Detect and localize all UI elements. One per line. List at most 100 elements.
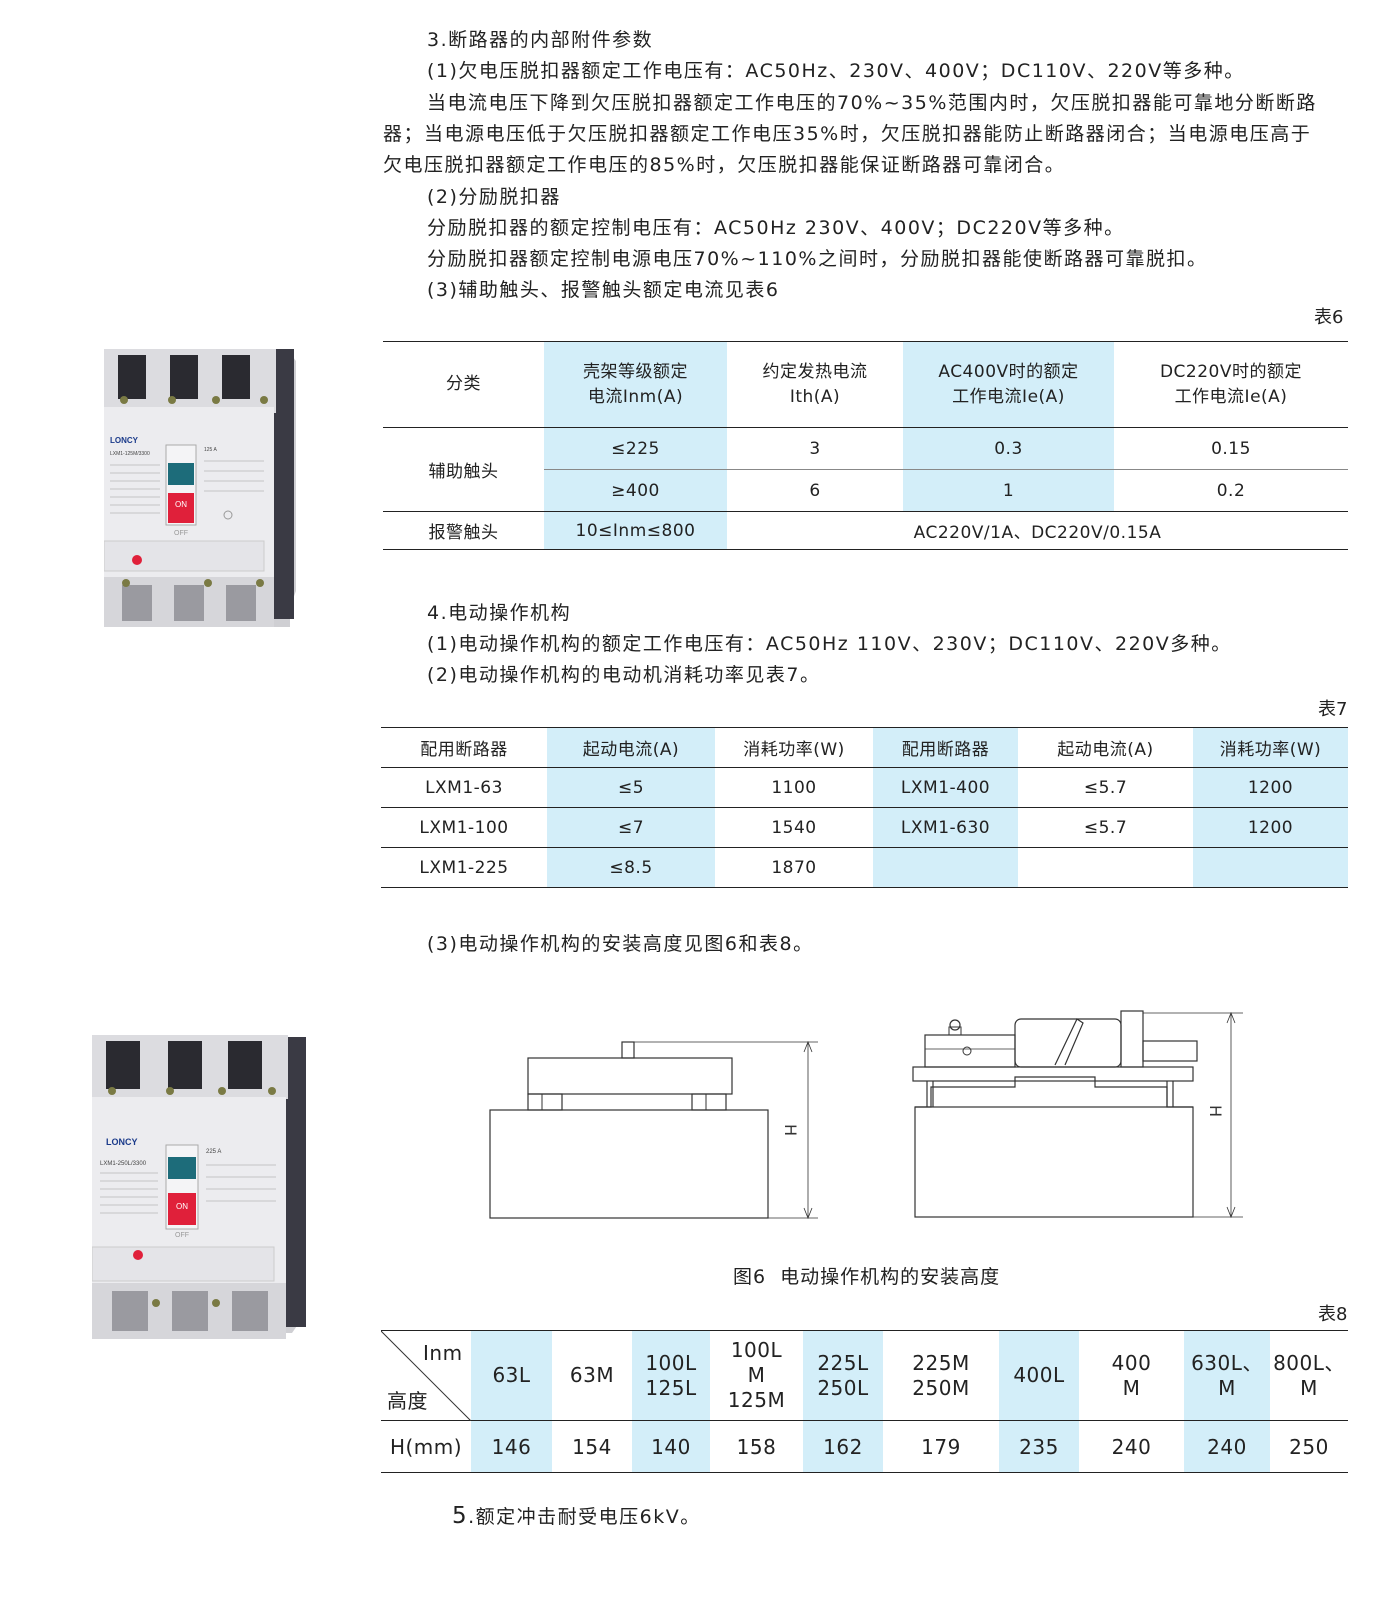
off-label-1: OFF xyxy=(174,530,188,537)
table6-aux-label: 辅助触头 xyxy=(383,427,544,512)
table-cell: ≥400 xyxy=(544,469,727,512)
section4-heading: 4.电动操作机构 xyxy=(427,602,572,624)
section3-p1: (1)欠电压脱扣器额定工作电压有：AC50Hz、230V、400V；DC110V… xyxy=(427,60,1245,82)
section3-heading: 3.断路器的内部附件参数 xyxy=(427,29,654,51)
table-cell: ≤5.7 xyxy=(1018,767,1193,808)
table-cell: ≤5 xyxy=(547,767,715,808)
rating-text-1: 125 A xyxy=(204,447,217,453)
section5-num: 5 xyxy=(452,1503,469,1529)
table-cell: 0.3 xyxy=(903,427,1114,470)
section4-p1: (1)电动操作机构的额定工作电压有：AC50Hz 110V、230V；DC110… xyxy=(427,633,1232,655)
section3-p3: (2)分励脱扣器 xyxy=(427,186,561,208)
table6-label: 表6 xyxy=(1314,307,1344,328)
table6-header-ac400: AC400V时的额定工作电流Ie(A) xyxy=(903,341,1114,428)
table-cell: 1 xyxy=(903,469,1114,512)
installation-height-diagram-left: H xyxy=(489,1040,818,1220)
on-label-2: ON xyxy=(176,1202,188,1211)
section3-p6: (3)辅助触头、报警触头额定电流见表6 xyxy=(427,279,780,301)
table7: 配用断路器 起动电流(A) 消耗功率(W) 配用断路器 起动电流(A) 消耗功率… xyxy=(381,727,1348,888)
section4-p2: (2)电动操作机构的电动机消耗功率见表7。 xyxy=(427,664,821,686)
section5-text: 5.额定冲击耐受电压6kV。 xyxy=(452,1500,701,1533)
table-cell: 235 xyxy=(999,1420,1079,1473)
table-cell: 1540 xyxy=(715,807,873,848)
table-cell: 240 xyxy=(1184,1420,1270,1473)
model-text-2: LXM1-250L/3300 xyxy=(100,1161,147,1167)
circuit-breaker-image-1: ON OFF LONCY LXM1-125M/3300 125 A xyxy=(104,349,296,627)
brand-logo-2: LONCY xyxy=(106,1137,138,1147)
table-cell: 158 xyxy=(736,1434,777,1459)
table-row: 报警触头 10≤Inm≤800 AC220V/1A、DC220V/0.15A xyxy=(383,511,1348,550)
section3-p2c: 欠电压脱扣器额定工作电压的85%时，欠压脱扣器能保证断路器可靠闭合。 xyxy=(383,154,1066,176)
table6-header-inm: 壳架等级额定电流Inm(A) xyxy=(544,341,727,428)
table8-header: 630L、M xyxy=(1184,1330,1270,1421)
table-cell: LXM1-100 xyxy=(381,807,547,848)
height-label-left: H xyxy=(781,1124,800,1136)
table-cell: 6 xyxy=(727,469,903,512)
height-label-right: H xyxy=(1206,1105,1225,1117)
rating-text-2: 225 A xyxy=(206,1149,221,1155)
table7-header: 起动电流(A) xyxy=(547,727,715,768)
table-cell: 1200 xyxy=(1193,807,1348,848)
table6-header-category: 分类 xyxy=(383,341,544,428)
table-row: LXM1-225 ≤8.5 1870 xyxy=(381,847,1348,888)
table8-header: 63L xyxy=(471,1330,552,1421)
section3-p2b: 器；当电源电压低于欠压脱扣器额定工作电压35%时，欠压脱扣器能防止断路器闭合；当… xyxy=(383,123,1312,145)
table7-header: 配用断路器 xyxy=(381,727,547,768)
table6-header-dc220: DC220V时的额定工作电流Ie(A) xyxy=(1114,341,1348,428)
table-cell: 154 xyxy=(572,1434,612,1459)
table-cell xyxy=(1018,848,1193,888)
table-cell xyxy=(1193,847,1348,888)
table-cell: 1870 xyxy=(771,857,817,878)
table-cell: 1200 xyxy=(1193,767,1348,808)
table-cell: ≤225 xyxy=(544,427,727,470)
table8-corner-cell: Inm 高度 xyxy=(381,1330,471,1421)
diagonal-divider xyxy=(381,1331,471,1421)
table8-header: 400L xyxy=(999,1330,1079,1421)
table7-label: 表7 xyxy=(1318,699,1348,720)
table-cell: LXM1-630 xyxy=(873,807,1018,848)
figure6-caption: 图6 电动操作机构的安装高度 xyxy=(733,1266,1001,1288)
table6-alarm-value: AC220V/1A、DC220V/0.15A xyxy=(913,523,1162,543)
table-cell: LXM1-225 xyxy=(419,857,509,878)
table8-header: 63M xyxy=(552,1330,632,1421)
table-cell: 250 xyxy=(1289,1434,1329,1459)
table-row: LXM1-100 ≤7 1540 LXM1-630 ≤5.7 1200 xyxy=(381,807,1348,848)
table-row: 辅助触头 ≤225 3 0.3 0.15 xyxy=(383,427,1348,512)
table-row: H(mm) 146 154 140 158 162 179 235 240 24… xyxy=(381,1420,1348,1473)
table7-header: 起动电流(A) xyxy=(1018,727,1193,768)
table8-label: 表8 xyxy=(1318,1304,1348,1325)
table-cell: 3 xyxy=(727,427,903,470)
section3-p5: 分励脱扣器额定控制电源电压70%~110%之间时，分励脱扣器能使断路器可靠脱扣。 xyxy=(427,248,1208,270)
table6-alarm-label: 报警触头 xyxy=(428,523,499,543)
table6-alarm-range: 10≤Inm≤800 xyxy=(544,511,727,550)
table-cell: 179 xyxy=(921,1434,961,1459)
table8-corner-bottom: 高度 xyxy=(387,1389,428,1413)
table7-header: 消耗功率(W) xyxy=(1193,727,1348,768)
section3-p4: 分励脱扣器的额定控制电压有：AC50Hz 230V、400V；DC220V等多种… xyxy=(427,217,1125,239)
table-row: ≥400 6 1 0.2 xyxy=(383,469,1348,512)
table8-header: 800L、M xyxy=(1270,1330,1348,1421)
table8-row-label: H(mm) xyxy=(389,1434,463,1459)
table-cell: ≤8.5 xyxy=(547,847,715,888)
brand-logo-1: LONCY xyxy=(110,436,139,445)
table-cell: 140 xyxy=(632,1420,710,1473)
section5-body: .额定冲击耐受电压6kV。 xyxy=(468,1506,701,1528)
table-row: LXM1-63 ≤5 1100 LXM1-400 ≤5.7 1200 xyxy=(381,767,1348,808)
table-cell: 162 xyxy=(803,1420,883,1473)
off-label-2: OFF xyxy=(175,1232,189,1239)
model-text-1: LXM1-125M/3300 xyxy=(110,451,150,457)
table-cell: 0.15 xyxy=(1114,427,1348,470)
table7-header: 配用断路器 xyxy=(873,727,1018,768)
table7-header: 消耗功率(W) xyxy=(715,727,873,768)
table-cell: LXM1-63 xyxy=(381,767,547,808)
on-label-1: ON xyxy=(175,500,187,509)
table-cell: 146 xyxy=(471,1420,552,1473)
